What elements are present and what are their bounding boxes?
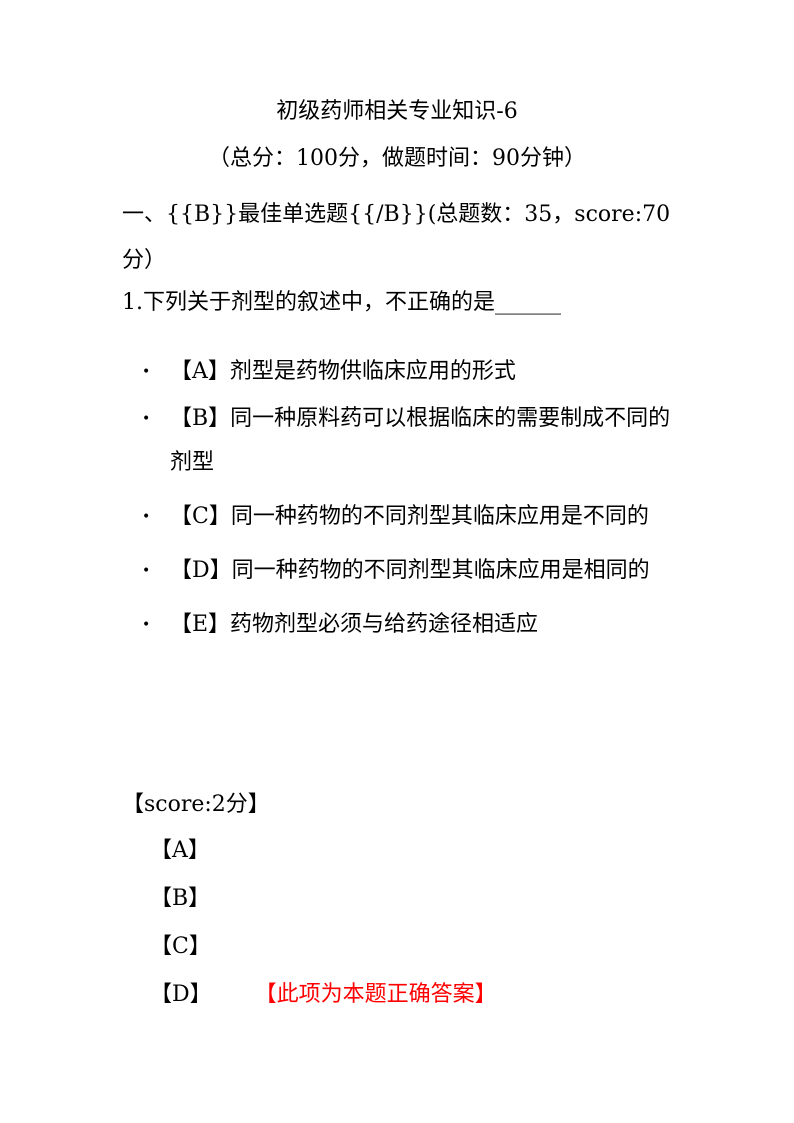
bullet-icon: • bbox=[142, 617, 151, 633]
option-b: • 【B】同一种原料药可以根据临床的需要制成不同的剂型 bbox=[142, 397, 672, 485]
option-list: • 【A】剂型是药物供临床应用的形式 • 【B】同一种原料药可以根据临床的需要制… bbox=[142, 350, 672, 650]
answer-a: 【A】 bbox=[150, 835, 497, 883]
answer-d: 【D】 【此项为本题正确答案】 bbox=[150, 979, 497, 1027]
score-label: 【score:2分】 bbox=[122, 792, 270, 817]
option-e: • 【E】药物剂型必须与给药途径相适应 bbox=[142, 603, 672, 647]
document-title: 初级药师相关专业知识-6 bbox=[276, 99, 518, 124]
answer-choice: 【A】 bbox=[150, 838, 210, 863]
option-c: • 【C】同一种药物的不同剂型其临床应用是不同的 bbox=[142, 495, 672, 539]
option-text: 【D】同一种药物的不同剂型其临床应用是相同的 bbox=[170, 558, 650, 583]
correct-answer-note: 【此项为本题正确答案】 bbox=[254, 982, 497, 1007]
answer-list: 【A】 【B】 【C】 【D】 【此项为本题正确答案】 bbox=[150, 835, 497, 1027]
bullet-icon: • bbox=[142, 411, 151, 427]
answer-b: 【B】 bbox=[150, 883, 497, 931]
section-heading: 一、{{B}}最佳单选题{{/B}}(总题数：35，score:70分） bbox=[122, 202, 671, 273]
answer-c: 【C】 bbox=[150, 931, 497, 979]
bullet-icon: • bbox=[142, 509, 151, 525]
option-text: 【B】同一种原料药可以根据临床的需要制成不同的剂型 bbox=[170, 406, 671, 475]
document-subtitle: （总分：100分，做题时间：90分钟） bbox=[208, 146, 586, 171]
option-text: 【E】药物剂型必须与给药途径相适应 bbox=[170, 612, 539, 637]
question-text: 1.下列关于剂型的叙述中，不正确的是______ bbox=[122, 290, 561, 315]
answer-choice: 【D】 bbox=[150, 982, 212, 1007]
bullet-icon: • bbox=[142, 364, 151, 380]
option-text: 【C】同一种药物的不同剂型其临床应用是不同的 bbox=[170, 504, 649, 529]
option-a: • 【A】剂型是药物供临床应用的形式 bbox=[142, 350, 672, 394]
option-d: • 【D】同一种药物的不同剂型其临床应用是相同的 bbox=[142, 549, 672, 593]
answer-choice: 【C】 bbox=[150, 934, 211, 959]
bullet-icon: • bbox=[142, 563, 151, 579]
option-text: 【A】剂型是药物供临床应用的形式 bbox=[170, 359, 516, 384]
answer-choice: 【B】 bbox=[150, 886, 211, 911]
